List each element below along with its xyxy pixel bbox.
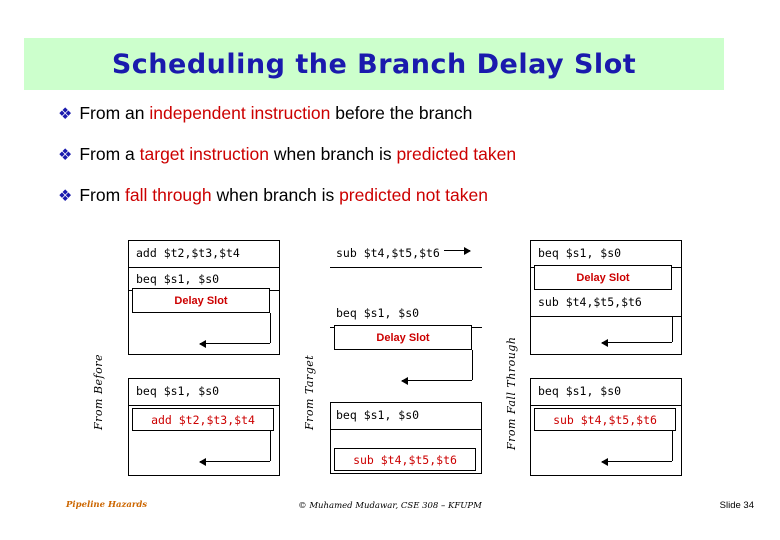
from-fall-through-divider-2: [530, 316, 682, 317]
diamond-bullet-icon: ❖: [58, 104, 73, 123]
from-fall-through-arrow-2: [601, 457, 672, 466]
from-fall-through-top-line-1: beq $s1, $s0: [538, 246, 622, 260]
footer-slide-number: Slide 34: [719, 500, 754, 511]
bullet-3-part-1: From: [79, 185, 126, 205]
from-fall-through-arrow-1: [601, 338, 672, 347]
bullet-2-part-1: From a: [79, 144, 140, 164]
bullet-3-part-3: when branch is: [211, 185, 340, 205]
from-fall-through-arrow-vertical-1: [672, 316, 673, 342]
from-target-highlight-instruction: sub $t4,$t5,$t6: [334, 448, 476, 471]
from-fall-through-divider-3: [530, 405, 682, 406]
column-label-from-fall-through: From Fall Through: [505, 336, 518, 450]
from-before-bottom-line-1: beq $s1, $s0: [136, 384, 220, 398]
from-before-divider-3: [128, 405, 280, 406]
from-before-top-line-2: beq $s1, $s0: [136, 272, 220, 286]
bullet-item-1: ❖ From an independent instruction before …: [58, 103, 472, 124]
from-target-delay-slot: Delay Slot: [334, 325, 472, 350]
bullet-item-2: ❖ From a target instruction when branch i…: [58, 144, 516, 165]
from-before-highlight-instruction: add $t2,$t3,$t4: [132, 408, 274, 431]
bullet-item-3: ❖ From fall through when branch is predic…: [58, 185, 488, 206]
bullet-3-part-2: fall through: [125, 185, 212, 205]
bullet-1-part-2: independent instruction: [149, 103, 331, 123]
from-fall-through-arrow-vertical-2: [672, 431, 673, 461]
from-target-arrow-vertical-1: [472, 350, 473, 380]
from-fall-through-highlight-instruction: sub $t4,$t5,$t6: [534, 408, 676, 431]
bullet-2-part-4: predicted taken: [396, 144, 517, 164]
from-before-arrow-1: [199, 339, 270, 348]
from-before-arrow-vertical-2: [270, 431, 271, 461]
bullet-1-part-1: From an: [79, 103, 150, 123]
bullet-3-part-4: predicted not taken: [339, 185, 488, 205]
slide-title-banner: Scheduling the Branch Delay Slot: [24, 38, 724, 90]
bullet-1-part-3: before the branch: [330, 103, 473, 123]
from-target-top-line-2: beq $s1, $s0: [336, 306, 420, 320]
from-target-divider-1: [330, 267, 482, 268]
from-target-divider-3: [330, 429, 482, 430]
from-fall-through-top-box: [530, 240, 682, 355]
bullet-2-part-3: when branch is: [269, 144, 397, 164]
footer-copyright: © Muhamed Mudawar, CSE 308 – KFUPM: [298, 501, 482, 511]
column-label-from-target: From Target: [303, 354, 316, 430]
diamond-bullet-icon: ❖: [58, 186, 73, 205]
from-before-top-line-1: add $t2,$t3,$t4: [136, 246, 240, 260]
bullet-2-part-2: target instruction: [139, 144, 270, 164]
from-fall-through-bottom-line-1: beq $s1, $s0: [538, 384, 622, 398]
from-target-incoming-arrow: [444, 250, 470, 251]
from-target-top-line-1: sub $t4,$t5,$t6: [336, 246, 440, 260]
from-before-arrow-2: [199, 457, 270, 466]
from-before-delay-slot: Delay Slot: [132, 288, 270, 313]
diamond-bullet-icon: ❖: [58, 145, 73, 164]
from-fall-through-top-line-2: sub $t4,$t5,$t6: [538, 295, 642, 309]
footer-left-text: Pipeline Hazards: [66, 500, 148, 510]
from-target-bottom-line-1: beq $s1, $s0: [336, 408, 420, 422]
page-title: Scheduling the Branch Delay Slot: [111, 48, 637, 80]
column-label-from-before: From Before: [92, 354, 105, 430]
from-target-arrow-1: [401, 376, 472, 385]
from-fall-through-delay-slot: Delay Slot: [534, 265, 672, 290]
from-before-arrow-vertical-1: [270, 313, 271, 343]
from-before-divider-1: [128, 267, 280, 268]
